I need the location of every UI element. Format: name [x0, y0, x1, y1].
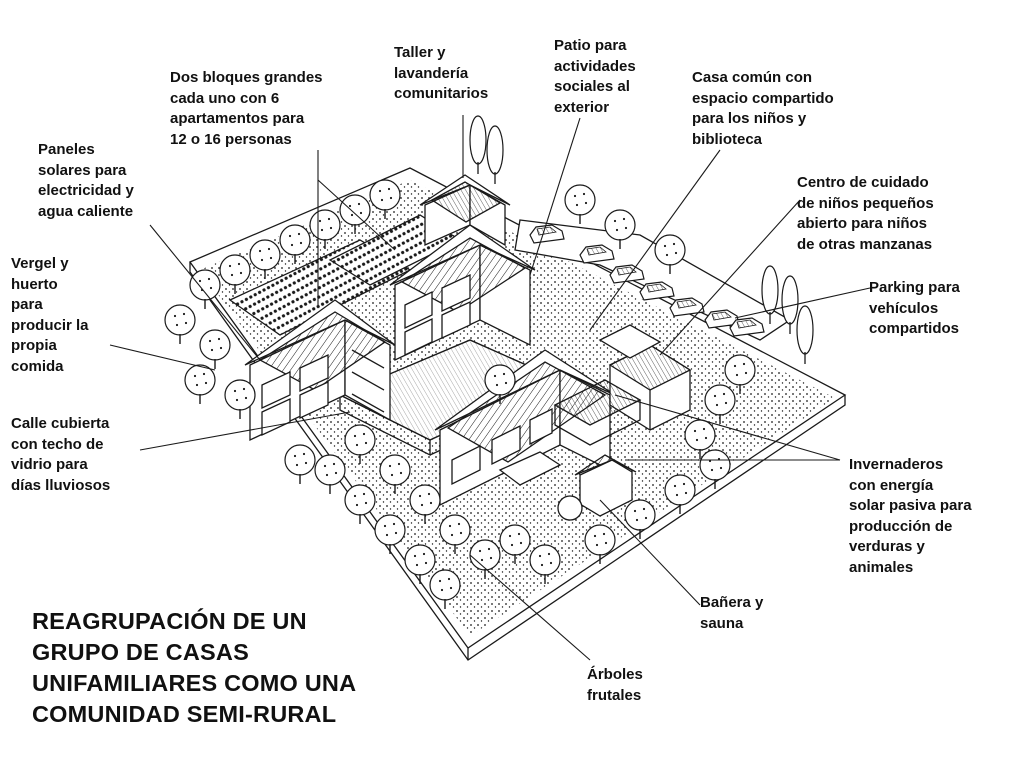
label-invernaderos: Invernaderos con energía solar pasiva pa…	[849, 456, 972, 576]
label-vergel: Vergel y huerto para producir la propia …	[11, 255, 89, 375]
label-banera: Bañera y sauna	[700, 594, 764, 632]
diagram-title: REAGRUPACIÓN DE UN GRUPO DE CASAS UNIFAM…	[32, 608, 357, 727]
label-centro: Centro de cuidado de niños pequeños abie…	[797, 174, 934, 253]
label-paneles: Paneles solares para electricidad y agua…	[38, 141, 134, 220]
label-patio: Patio para actividades sociales al exter…	[554, 37, 636, 116]
label-casa-comun: Casa común con espacio compartido para l…	[692, 69, 834, 148]
label-bloques: Dos bloques grandes cada uno con 6 apart…	[170, 69, 323, 148]
label-arboles: Árboles frutales	[587, 666, 643, 704]
label-taller: Taller y lavandería comunitarios	[394, 44, 489, 102]
label-parking: Parking para vehículos compartidos	[869, 279, 960, 337]
label-calle: Calle cubierta con techo de vidrio para …	[11, 415, 111, 494]
